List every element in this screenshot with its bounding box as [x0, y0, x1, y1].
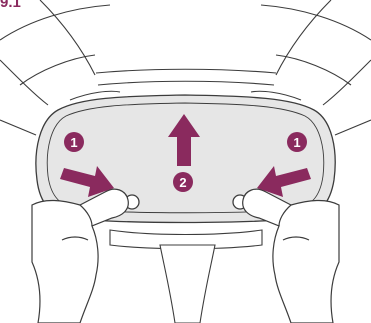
step-marker-center: 2 [173, 172, 193, 192]
step-marker-center-text: 2 [179, 175, 186, 190]
headrest-stem [160, 245, 215, 323]
left-hand [32, 189, 128, 323]
step-marker-left: 1 [64, 132, 84, 152]
step-marker-right-text: 1 [293, 135, 300, 150]
step-marker-right: 1 [287, 132, 307, 152]
step-marker-left-text: 1 [70, 135, 77, 150]
right-hand [243, 189, 339, 323]
